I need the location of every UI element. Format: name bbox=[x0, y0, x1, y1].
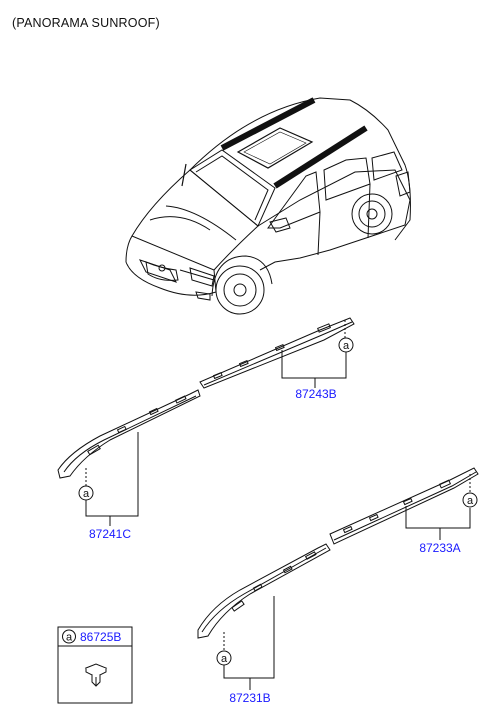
callout-a-87243B: a bbox=[338, 337, 354, 353]
car-illustration bbox=[125, 97, 411, 315]
legend-callout: a bbox=[62, 629, 76, 644]
part-87233A bbox=[329, 467, 479, 545]
svg-text:a: a bbox=[343, 340, 350, 352]
diagram-title: (PANORAMA SUNROOF) bbox=[12, 16, 160, 30]
part-number-87231B: 87231B bbox=[229, 691, 270, 705]
callout-a-87233A: a bbox=[462, 492, 478, 508]
part-87243B bbox=[199, 317, 355, 389]
part-number-87241C: 87241C bbox=[89, 527, 131, 541]
svg-text:a: a bbox=[83, 488, 90, 500]
part-87231B bbox=[197, 543, 331, 690]
svg-text:a: a bbox=[467, 495, 474, 507]
svg-text:a: a bbox=[66, 632, 73, 644]
part-number-87233A: 87233A bbox=[419, 541, 460, 555]
legend-part-number: 86725B bbox=[80, 630, 121, 644]
clip-icon bbox=[84, 663, 108, 687]
legend-box: a 86725B bbox=[57, 626, 133, 704]
callout-a-87241C: a bbox=[78, 485, 94, 501]
part-87241C bbox=[57, 389, 201, 526]
callout-a-87231B: a bbox=[216, 650, 232, 666]
svg-text:a: a bbox=[221, 653, 228, 665]
part-number-87243B: 87243B bbox=[295, 387, 336, 401]
